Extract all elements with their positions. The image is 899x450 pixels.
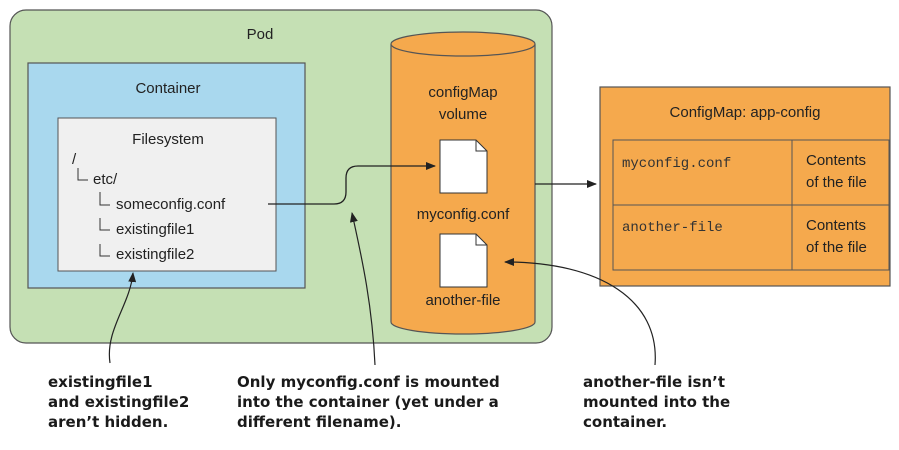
configmap-value-myconfig-line2: of the file [806,174,867,191]
mount-arrow [268,162,436,205]
annotation-another-file: another-file isn’t mounted into the cont… [583,372,730,432]
annotation-line: another-file isn’t [583,373,726,391]
configmap-box: ConfigMap: app-config myconfig.conf Cont… [599,86,891,287]
tree-connector-file-3 [99,244,110,257]
volume-file-myconfig: myconfig.conf [417,206,510,223]
callout-line-myconfig [349,212,376,366]
tree-connector-etc [77,168,88,181]
filesystem-file-existing2: existingfile2 [116,246,194,263]
annotation-line: Only myconfig.conf is mounted [237,373,500,391]
annotation-line: existingfile1 [48,373,153,391]
annotation-myconfig-mounted: Only myconfig.conf is mounted into the c… [237,372,500,432]
configmap-title: ConfigMap: app-config [670,104,821,121]
filesystem-box: Filesystem / etc/ someconfig.conf existi… [57,117,277,272]
filesystem-title: Filesystem [132,131,204,148]
annotation-line: container. [583,413,668,431]
volume-label-line2: volume [439,106,487,123]
callout-line-another [504,258,656,366]
container-label: Container [135,80,200,97]
configmap-key-myconfig: myconfig.conf [622,156,731,172]
file-icon [439,233,488,288]
volume-file-another: another-file [425,292,500,309]
pod-label: Pod [247,26,274,43]
configmap-value-myconfig-line1: Contents [806,152,866,169]
annotation-line: and existingfile2 [48,393,190,411]
annotation-line: into the container (yet under a [237,393,499,411]
configmap-volume-cylinder: configMap volume myconfig.conf another-f… [390,31,536,335]
tree-connector-file-1 [99,192,110,206]
volume-label-line1: configMap [428,84,497,101]
annotation-line: mounted into the [583,393,731,411]
configmap-key-another: another-file [622,220,723,236]
configmap-value-another-line1: Contents [806,217,866,234]
file-icon [439,139,488,194]
annotation-line: different filename). [237,413,402,431]
filesystem-root: / [72,151,77,168]
callout-line-existing [108,272,137,364]
configmap-value-another-line2: of the file [806,239,867,256]
annotation-existing-files: existingfile1 and existingfile2 aren’t h… [48,372,189,432]
filesystem-file-existing1: existingfile1 [116,221,194,238]
annotation-line: aren’t hidden. [48,413,169,431]
filesystem-etc: etc/ [93,171,118,188]
tree-connector-file-2 [99,218,110,231]
filesystem-file-someconfig: someconfig.conf [116,196,226,213]
